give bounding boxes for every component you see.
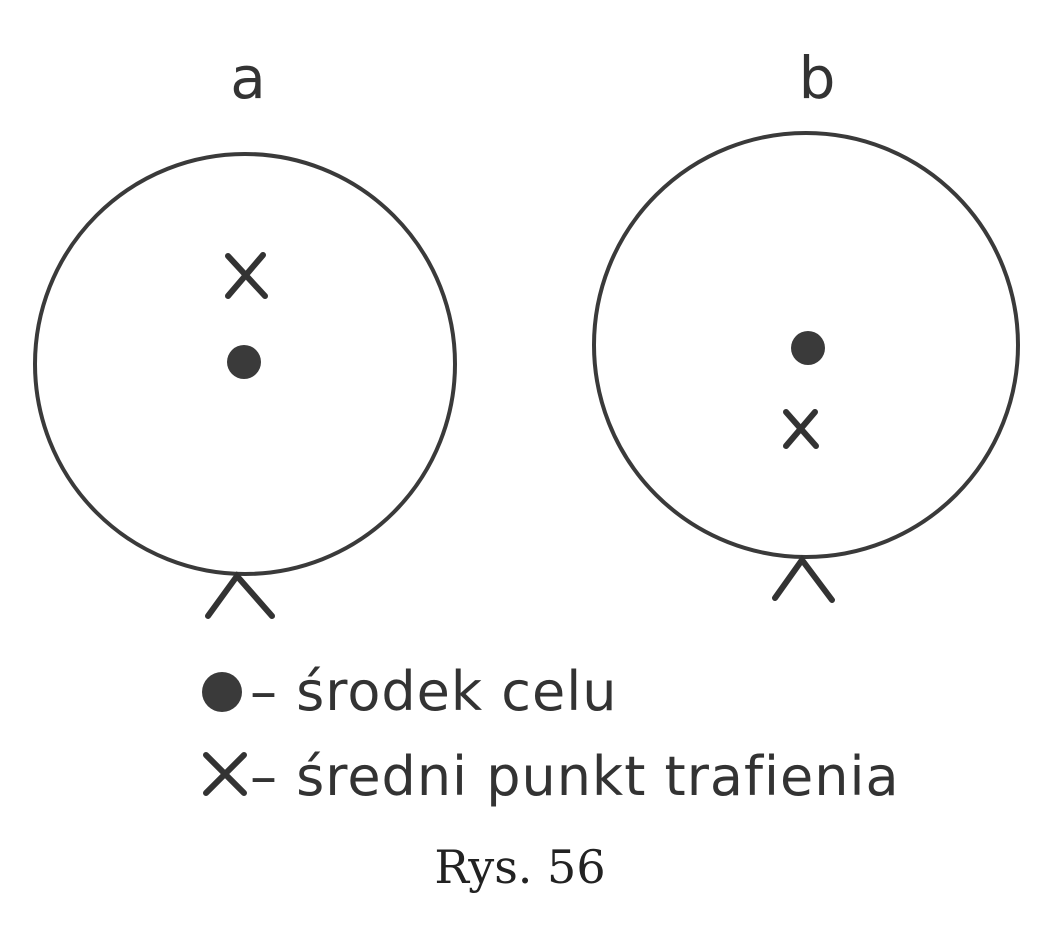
target-center-dot-a xyxy=(227,345,261,379)
aim-mark-a xyxy=(205,571,275,619)
target-center-dot-b xyxy=(791,331,825,365)
legend-cross-label: – średni punkt trafienia xyxy=(250,745,900,808)
hit-mean-cross-a xyxy=(225,252,268,299)
legend: – środek celu – średni punkt trafienia xyxy=(202,660,900,808)
panel-a: a xyxy=(33,44,457,619)
legend-dot-icon xyxy=(202,672,242,712)
panel-b-label: b xyxy=(799,44,836,112)
hit-mean-cross-b xyxy=(783,409,819,449)
figure-caption: Rys. 56 xyxy=(434,840,606,894)
target-circle-a xyxy=(33,152,457,576)
panel-b: b xyxy=(592,44,1020,603)
legend-dot-label: – środek celu xyxy=(250,660,617,723)
target-circle-b xyxy=(592,131,1020,559)
panel-a-label: a xyxy=(230,44,266,112)
aim-mark-b xyxy=(772,554,835,603)
legend-cross-icon xyxy=(203,752,247,796)
